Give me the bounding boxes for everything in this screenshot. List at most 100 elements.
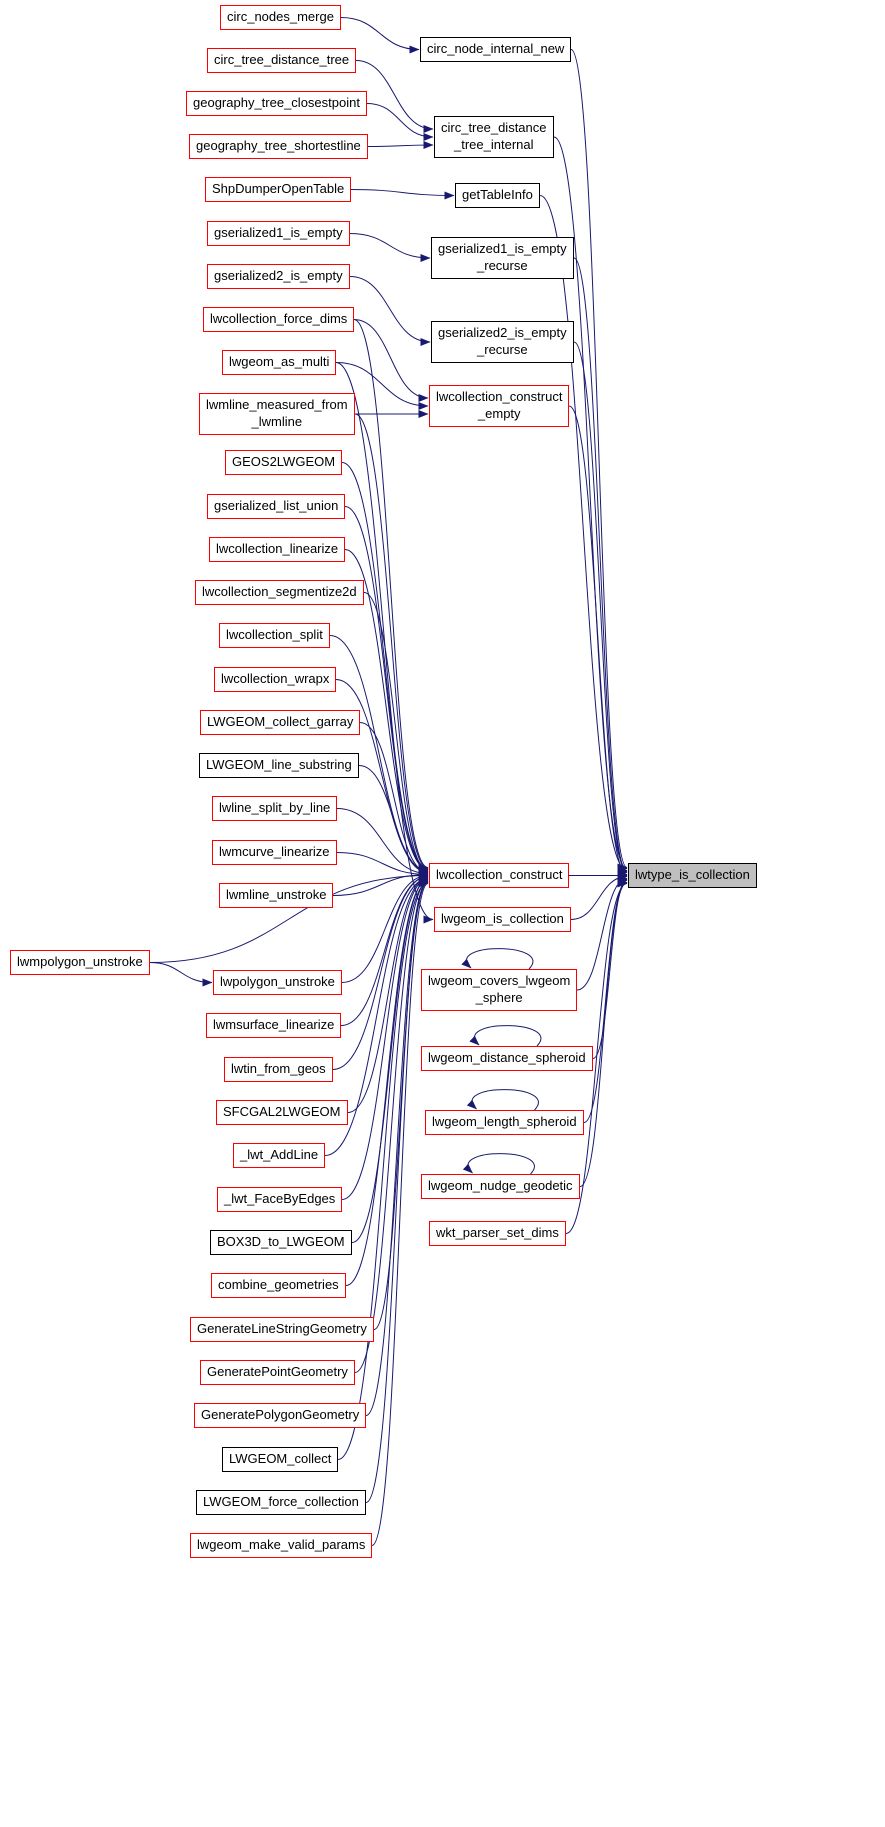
graph-node-gserialized1_is_empty_recurse[interactable]: gserialized1_is_empty_recurse (431, 237, 574, 279)
graph-node-lwcollection_split[interactable]: lwcollection_split (219, 623, 330, 648)
graph-node-lwpolygon_unstroke[interactable]: lwpolygon_unstroke (213, 970, 342, 995)
node-label: lwcollection_split (226, 627, 323, 642)
call-edge (336, 852, 429, 879)
graph-node-wkt_parser_set_dims[interactable]: wkt_parser_set_dims (429, 1221, 566, 1246)
call-edge (358, 765, 429, 877)
graph-node-lwgeom_length_spheroid[interactable]: lwgeom_length_spheroid (425, 1110, 584, 1135)
call-edge (345, 875, 429, 1286)
node-label: lwmline_measured_from (206, 397, 348, 412)
call-edge (573, 341, 628, 877)
call-edge (583, 876, 628, 1123)
call-edge (363, 592, 429, 875)
graph-node-lwtype_is_collection: lwtype_is_collection (628, 863, 757, 888)
graph-node-circ_tree_distance_tree_internal[interactable]: circ_tree_distance_tree_internal (434, 116, 554, 158)
node-label: lwgeom_distance_spheroid (428, 1050, 586, 1065)
graph-node-lwline_split_by_line[interactable]: lwline_split_by_line (212, 796, 338, 821)
graph-node-gserialized_list_union[interactable]: gserialized_list_union (207, 494, 346, 519)
call-edge (568, 405, 628, 879)
graph-node-combine_geometries[interactable]: combine_geometries (211, 1273, 346, 1298)
graph-node-gserialized1_is_empty[interactable]: gserialized1_is_empty (207, 221, 350, 246)
graph-node-lwcollection_wrapx[interactable]: lwcollection_wrapx (214, 667, 337, 692)
graph-node-SFCGAL2LWGEOM[interactable]: SFCGAL2LWGEOM (216, 1100, 348, 1125)
graph-node-gserialized2_is_empty_recurse[interactable]: gserialized2_is_empty_recurse (431, 321, 574, 363)
call-edge (579, 878, 628, 1187)
graph-node-GeneratePolygonGeometry[interactable]: GeneratePolygonGeometry (194, 1403, 367, 1428)
graph-node-lwgeom_covers_lwgeom_sphere[interactable]: lwgeom_covers_lwgeom_sphere (421, 969, 578, 1011)
graph-node-_lwt_AddLine[interactable]: _lwt_AddLine (233, 1143, 326, 1168)
graph-node-lwcollection_construct[interactable]: lwcollection_construct (429, 863, 570, 888)
graph-node-circ_nodes_merge[interactable]: circ_nodes_merge (220, 5, 341, 30)
node-label: gserialized_list_union (214, 498, 339, 513)
node-label: GEOS2LWGEOM (232, 454, 336, 469)
node-label: LWGEOM_collect (229, 1451, 332, 1466)
graph-node-lwcollection_construct_empty[interactable]: lwcollection_construct_empty (429, 385, 570, 427)
graph-node-GeneratePointGeometry[interactable]: GeneratePointGeometry (200, 1360, 355, 1385)
graph-node-getTableInfo[interactable]: getTableInfo (455, 183, 540, 208)
graph-node-lwgeom_as_multi[interactable]: lwgeom_as_multi (222, 350, 337, 375)
call-edge (570, 49, 628, 872)
graph-node-lwmline_measured_from_lwmline[interactable]: lwmline_measured_from_lwmline (199, 393, 355, 435)
graph-node-ShpDumperOpenTable[interactable]: ShpDumperOpenTable (205, 177, 352, 202)
graph-node-_lwt_FaceByEdges[interactable]: _lwt_FaceByEdges (217, 1187, 343, 1212)
node-label: SFCGAL2LWGEOM (223, 1104, 341, 1119)
graph-node-lwgeom_make_valid_params[interactable]: lwgeom_make_valid_params (190, 1533, 373, 1558)
node-label: lwpolygon_unstroke (220, 974, 335, 989)
node-label: BOX3D_to_LWGEOM (217, 1234, 345, 1249)
node-label: lwcollection_force_dims (210, 311, 348, 326)
graph-node-GEOS2LWGEOM[interactable]: GEOS2LWGEOM (225, 450, 343, 475)
node-label: _sphere (475, 989, 523, 1005)
graph-node-geography_tree_shortestline[interactable]: geography_tree_shortestline (189, 134, 368, 159)
node-label: lwgeom_length_spheroid (432, 1114, 577, 1129)
call-edge (335, 362, 429, 410)
node-label: lwgeom_covers_lwgeom (428, 973, 571, 988)
node-label: lwcollection_construct (436, 867, 563, 882)
call-edge (355, 60, 434, 133)
call-edge (149, 871, 429, 963)
call-edge (373, 876, 429, 1330)
node-label: lwmsurface_linearize (213, 1017, 335, 1032)
node-label: combine_geometries (218, 1277, 339, 1292)
call-edge (337, 878, 429, 1460)
graph-node-gserialized2_is_empty[interactable]: gserialized2_is_empty (207, 264, 350, 289)
graph-node-lwgeom_distance_spheroid[interactable]: lwgeom_distance_spheroid (421, 1046, 593, 1071)
graph-node-LWGEOM_force_collection[interactable]: LWGEOM_force_collection (196, 1490, 366, 1515)
call-edge (366, 103, 434, 141)
call-edge (349, 233, 431, 262)
graph-node-circ_node_internal_new[interactable]: circ_node_internal_new (420, 37, 572, 62)
graph-node-lwmcurve_linearize[interactable]: lwmcurve_linearize (212, 840, 337, 865)
graph-node-lwmsurface_linearize[interactable]: lwmsurface_linearize (206, 1013, 342, 1038)
node-label: getTableInfo (462, 187, 533, 202)
graph-node-lwcollection_force_dims[interactable]: lwcollection_force_dims (203, 307, 355, 332)
call-edge (332, 872, 429, 1070)
graph-node-geography_tree_closestpoint[interactable]: geography_tree_closestpoint (186, 91, 367, 116)
graph-node-lwtin_from_geos[interactable]: lwtin_from_geos (224, 1057, 333, 1082)
node-label: _lwmline (251, 413, 303, 429)
call-edge (354, 413, 429, 873)
graph-node-lwgeom_nudge_geodetic[interactable]: lwgeom_nudge_geodetic (421, 1174, 580, 1199)
node-label: lwmline_unstroke (226, 887, 327, 902)
graph-node-BOX3D_to_LWGEOM[interactable]: BOX3D_to_LWGEOM (210, 1230, 352, 1255)
graph-node-GenerateLineStringGeometry[interactable]: GenerateLineStringGeometry (190, 1317, 374, 1342)
call-edge (347, 873, 429, 1113)
graph-node-LWGEOM_line_substring[interactable]: LWGEOM_line_substring (199, 753, 359, 778)
node-label: GenerateLineStringGeometry (197, 1321, 367, 1336)
node-label: GeneratePointGeometry (207, 1364, 348, 1379)
graph-node-lwcollection_linearize[interactable]: lwcollection_linearize (209, 537, 346, 562)
node-label: lwgeom_nudge_geodetic (428, 1178, 573, 1193)
graph-node-lwgeom_is_collection[interactable]: lwgeom_is_collection (434, 907, 571, 932)
node-label: geography_tree_shortestline (196, 138, 361, 153)
node-label: _recurse (477, 257, 528, 273)
graph-node-lwmline_unstroke[interactable]: lwmline_unstroke (219, 883, 334, 908)
graph-node-lwcollection_segmentize2d[interactable]: lwcollection_segmentize2d (195, 580, 364, 605)
call-edge (149, 962, 213, 987)
graph-node-LWGEOM_collect_garray[interactable]: LWGEOM_collect_garray (200, 710, 361, 735)
node-label: lwtype_is_collection (635, 867, 750, 882)
call-edge (354, 877, 429, 1373)
call-edge (344, 549, 429, 874)
graph-node-LWGEOM_collect[interactable]: LWGEOM_collect (222, 1447, 339, 1472)
graph-node-lwmpolygon_unstroke[interactable]: lwmpolygon_unstroke (10, 950, 150, 975)
node-label: lwgeom_is_collection (441, 911, 564, 926)
node-label: gserialized2_is_empty (214, 268, 343, 283)
call-edge (466, 1089, 539, 1111)
graph-node-circ_tree_distance_tree[interactable]: circ_tree_distance_tree (207, 48, 357, 73)
